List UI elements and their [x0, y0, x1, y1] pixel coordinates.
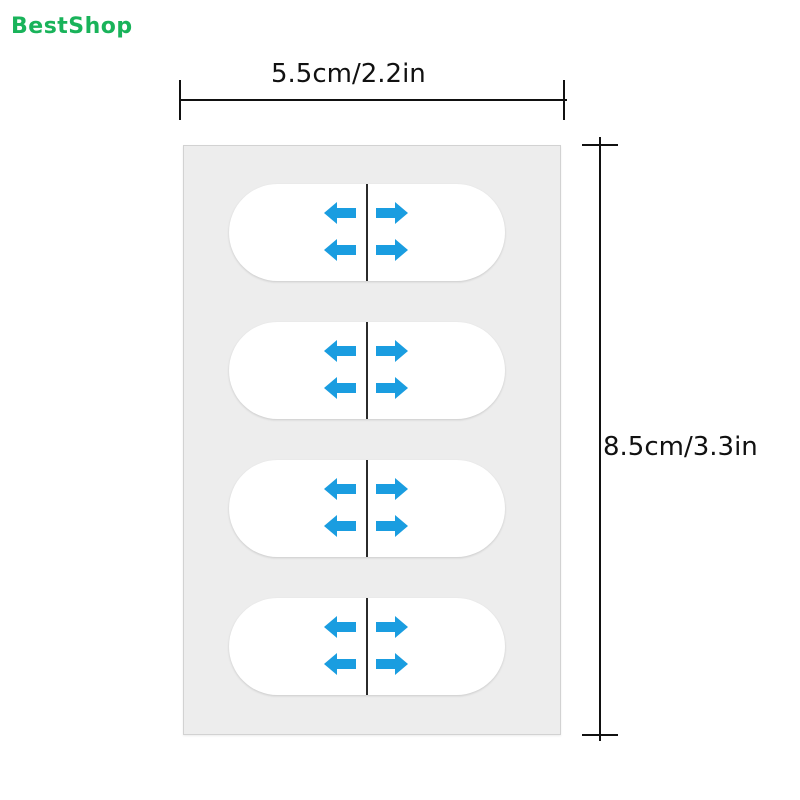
- arrow-left-icon: [324, 515, 356, 537]
- pad-divider: [366, 322, 368, 419]
- brand-logo-text: BestShop: [11, 14, 133, 39]
- adhesive-pad-4: [229, 598, 505, 695]
- width-dimension-left-tick: [179, 80, 181, 120]
- arrow-right-icon: [376, 239, 408, 261]
- adhesive-pad-1: [229, 184, 505, 281]
- arrow-left-icon: [324, 202, 356, 224]
- arrow-right-icon: [376, 616, 408, 638]
- adhesive-pad-3: [229, 460, 505, 557]
- arrow-left-icon: [324, 340, 356, 362]
- height-dimension-line: [599, 137, 601, 741]
- arrow-right-icon: [376, 653, 408, 675]
- arrow-left-icon: [324, 653, 356, 675]
- height-dimension-top-tick: [582, 144, 618, 146]
- arrow-right-icon: [376, 340, 408, 362]
- width-dimension-line: [181, 99, 567, 101]
- pad-divider: [366, 460, 368, 557]
- pad-divider: [366, 598, 368, 695]
- adhesive-pad-2: [229, 322, 505, 419]
- arrow-left-icon: [324, 616, 356, 638]
- height-dimension-bottom-tick: [582, 734, 618, 736]
- width-dimension-label: 5.5cm/2.2in: [271, 59, 426, 89]
- sticker-sheet: [183, 145, 561, 735]
- arrow-left-icon: [324, 478, 356, 500]
- arrow-left-icon: [324, 239, 356, 261]
- height-dimension-label: 8.5cm/3.3in: [603, 432, 758, 462]
- arrow-left-icon: [324, 377, 356, 399]
- width-dimension-right-tick: [563, 80, 565, 120]
- arrow-right-icon: [376, 202, 408, 224]
- pad-divider: [366, 184, 368, 281]
- arrow-right-icon: [376, 478, 408, 500]
- arrow-right-icon: [376, 515, 408, 537]
- arrow-right-icon: [376, 377, 408, 399]
